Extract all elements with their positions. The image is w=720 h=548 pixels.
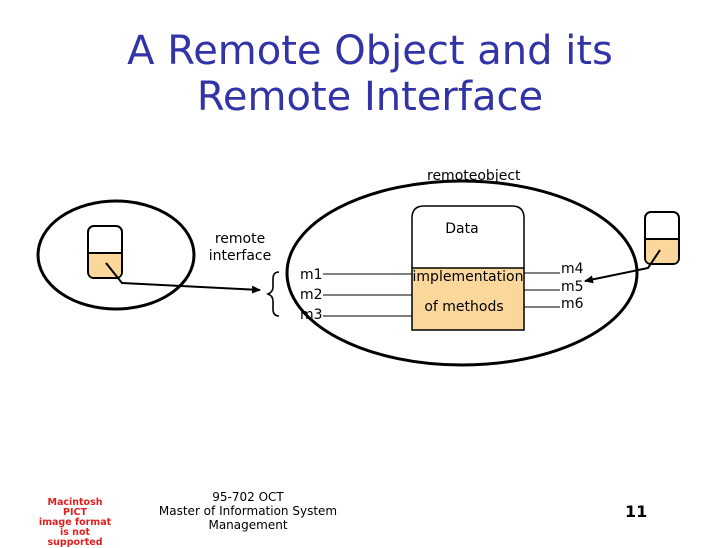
slide-footer: 95-702 OCT Master of Information System … <box>148 490 348 532</box>
pict-line-1: Macintosh PICT <box>47 497 103 518</box>
page-number: 11 <box>625 502 648 521</box>
remote-interface-brace <box>265 271 280 317</box>
remote-object-boundary <box>285 179 639 367</box>
unsupported-image-placeholder: Macintosh PICT image format is not suppo… <box>34 498 116 548</box>
local-method-m5: m5 <box>561 279 584 295</box>
client-object-left-data-box <box>87 225 123 279</box>
pict-line-3: is not supported <box>47 527 103 548</box>
title-line-1: A Remote Object and its <box>127 28 613 74</box>
invocation-arrow-left <box>105 262 261 294</box>
invocation-arrow-right <box>584 249 661 284</box>
client-object-left <box>36 199 196 311</box>
remote-interface-label-line-2: interface <box>208 248 272 264</box>
method-connector-lines <box>323 272 560 317</box>
title-line-2: Remote Interface <box>196 74 544 120</box>
implementation-label-line-2: of methods <box>424 299 504 315</box>
client-object-right-data-box <box>644 211 680 265</box>
remote-method-m3: m3 <box>300 307 323 323</box>
remote-object-label: remoteobject <box>427 168 521 184</box>
footer-course: 95-702 OCT <box>212 490 284 504</box>
remote-interface-label-line-1: remote <box>214 231 266 247</box>
remote-method-m1: m1 <box>300 267 323 283</box>
data-label: Data <box>445 221 479 237</box>
footer-program-line-1: Master of Information System <box>158 504 338 518</box>
implementation-label-line-1: implementation <box>412 269 524 285</box>
local-method-m4: m4 <box>561 261 584 277</box>
remote-method-m2: m2 <box>300 287 323 303</box>
slide-title: A Remote Object and its Remote Interface <box>0 28 720 120</box>
remote-interface-label: remote interface <box>200 231 280 265</box>
pict-line-2: image format <box>38 517 112 528</box>
local-method-m6: m6 <box>561 296 584 312</box>
footer-program-line-2: Management <box>208 518 288 532</box>
remote-object-data-box <box>411 205 525 331</box>
